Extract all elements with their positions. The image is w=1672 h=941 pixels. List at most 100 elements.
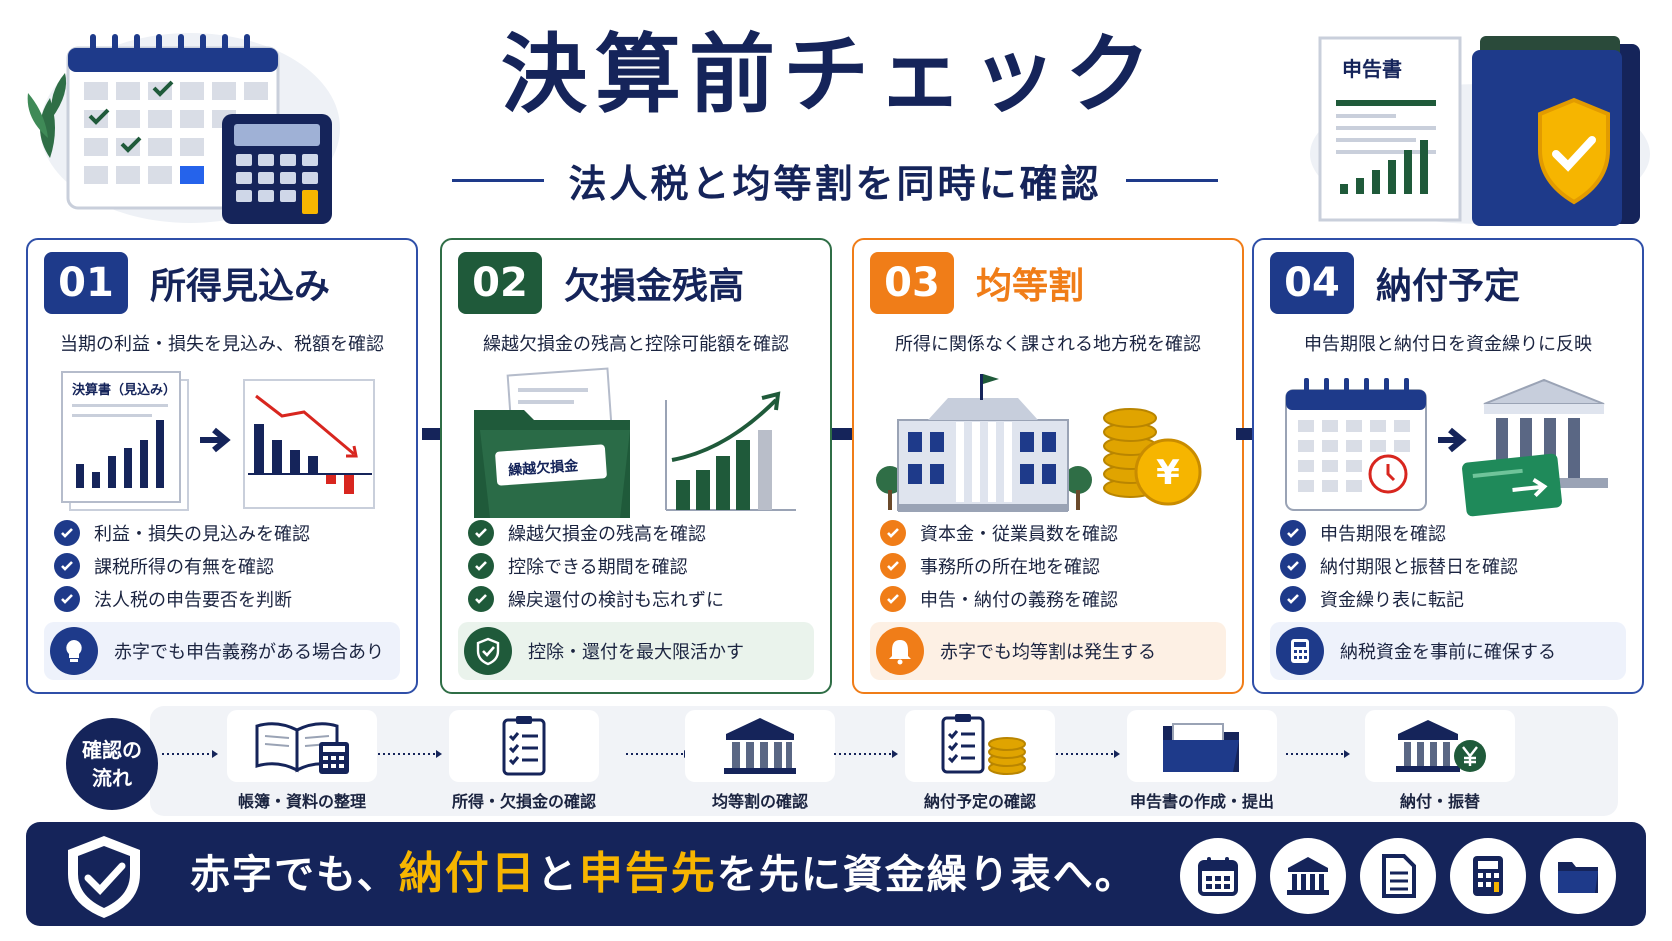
government-office-illustration: ¥ [876, 374, 1202, 512]
tip-box: 納税資金を事前に確保する [1270, 622, 1626, 680]
check-item: 申告期限を確認 [1280, 516, 1630, 549]
check-icon [1280, 519, 1306, 546]
check-item: 繰越欠損金の残高を確認 [468, 516, 818, 549]
step-number-badge: 04 [1270, 252, 1354, 314]
check-icon [54, 552, 80, 579]
flow-step: 帳簿・資料の整理 [222, 710, 382, 814]
check-label: 控除できる期間を確認 [508, 556, 688, 578]
step-title: 所得見込み [150, 266, 331, 307]
page-subtitle: 法人税と均等割を同時に確認 [568, 161, 1102, 206]
check-label: 繰戻還付の検討も忘れずに [508, 589, 724, 611]
summary-highlight: 申告先 [578, 848, 717, 899]
flow-step: 納付・振替 [1360, 710, 1520, 814]
check-label: 申告・納付の義務を確認 [920, 589, 1118, 611]
document-icon [1360, 838, 1436, 914]
flow-step: 申告書の作成・提出 [1122, 710, 1282, 814]
summary-part: 赤字でも、 [190, 852, 399, 898]
summary-part: を先に資金繰り表へ。 [716, 852, 1137, 898]
check-item: 資本金・従業員数を確認 [880, 516, 1230, 549]
clipboard-icon [449, 710, 599, 782]
check-label: 法人税の申告要否を判断 [94, 589, 292, 611]
financial-statement-illustration: 決算書（見込み） [61, 371, 375, 511]
flow-step: 均等割の確認 [680, 710, 840, 814]
tip-box: 赤字でも均等割は発生する [870, 622, 1226, 680]
flow-step-label: 納付・振替 [1399, 792, 1480, 811]
folder-icon [1127, 710, 1277, 782]
folder-label: 繰越欠損金 [508, 457, 580, 479]
flow-step-label: 申告書の作成・提出 [1129, 792, 1274, 811]
summary-highlight: 納付日 [398, 848, 537, 899]
divider-line-left [452, 178, 545, 182]
check-icon [880, 585, 906, 612]
flow-badge-line1: 確認の [82, 738, 142, 762]
calculator-icon [1450, 838, 1526, 914]
bank-icon [1270, 838, 1346, 914]
payment-schedule-illustration [1285, 378, 1608, 517]
step-title: 納付予定 [1376, 266, 1521, 307]
check-item: 控除できる期間を確認 [468, 549, 818, 582]
check-label: 繰越欠損金の残高を確認 [508, 523, 706, 545]
divider-line-right [1125, 178, 1218, 182]
flow-step-label: 納付予定の確認 [923, 792, 1036, 811]
check-label: 利益・損失の見込みを確認 [94, 523, 310, 545]
check-icon [468, 519, 494, 546]
page-title: 決算前チェック [501, 25, 1159, 125]
yen-coin-label: ¥ [1156, 453, 1180, 493]
tax-return-label: 申告書 [1342, 57, 1402, 81]
check-icon [1280, 552, 1306, 579]
check-item: 繰戻還付の検討も忘れずに [468, 582, 818, 615]
tax-documents-illustration: 申告書 [1310, 36, 1650, 226]
check-item: 事務所の所在地を確認 [880, 549, 1230, 582]
step-description: 申告期限と納付日を資金繰りに反映 [1304, 334, 1592, 355]
flow-step: 所得・欠損金の確認 [444, 710, 604, 814]
flow-connector [1056, 750, 1120, 758]
check-icon [880, 519, 906, 546]
shield-check-icon [68, 836, 140, 918]
building-icon [685, 710, 835, 782]
tip-text: 控除・還付を最大限活かす [528, 642, 744, 663]
calendar-icon [1180, 838, 1256, 914]
tip-box: 赤字でも申告義務がある場合あり [44, 622, 400, 680]
step-description: 所得に関係なく課される地方税を確認 [895, 334, 1201, 355]
check-item: 資金繰り表に転記 [1280, 582, 1630, 615]
flow-step-label: 均等割の確認 [711, 792, 808, 811]
step-card-01: 01 所得見込み 当期の利益・損失を見込み、税額を確認 決算書（見込み） 利益・… [26, 238, 418, 694]
check-label: 納付期限と振替日を確認 [1320, 556, 1518, 578]
flow-step-label: 所得・欠損金の確認 [451, 792, 596, 811]
check-list: 利益・損失の見込みを確認 課税所得の有無を確認 法人税の申告要否を判断 [54, 516, 404, 615]
lightbulb-icon [50, 627, 98, 675]
subtitle-row: 法人税と均等割を同時に確認 [400, 150, 1270, 210]
step-description: 当期の利益・損失を見込み、税額を確認 [60, 334, 384, 355]
step-number-badge: 03 [870, 252, 954, 314]
step-number-badge: 02 [458, 252, 542, 314]
check-icon [468, 585, 494, 612]
tip-text: 納税資金を事前に確保する [1340, 642, 1556, 663]
book-calculator-icon [227, 710, 377, 782]
check-item: 利益・損失の見込みを確認 [54, 516, 404, 549]
step-description: 繰越欠損金の残高と控除可能額を確認 [483, 334, 789, 355]
step-card-02: 02 欠損金残高 繰越欠損金の残高と控除可能額を確認 繰越欠損金 繰越欠損金の残… [440, 238, 832, 694]
calculator-icon [1276, 627, 1324, 675]
flow-connector [834, 750, 898, 758]
step-card-04: 04 納付予定 申告期限と納付日を資金繰りに反映 [1252, 238, 1644, 694]
check-item: 納付期限と振替日を確認 [1280, 549, 1630, 582]
step-number-badge: 01 [44, 252, 128, 314]
check-label: 申告期限を確認 [1320, 523, 1446, 545]
check-icon [1280, 585, 1306, 612]
bank-yen-icon [1365, 710, 1515, 782]
flow-connector [1286, 750, 1350, 758]
step-card-03: 03 均等割 所得に関係なく課される地方税を確認 ¥ [852, 238, 1244, 694]
step-title: 均等割 [976, 266, 1085, 307]
check-item: 法人税の申告要否を判断 [54, 582, 404, 615]
tip-box: 控除・還付を最大限活かす [458, 622, 814, 680]
check-icon [54, 519, 80, 546]
statement-label: 決算書（見込み） [72, 382, 176, 398]
check-item: 申告・納付の義務を確認 [880, 582, 1230, 615]
tip-text: 赤字でも均等割は発生する [940, 642, 1156, 663]
check-icon [880, 552, 906, 579]
tip-text: 赤字でも申告義務がある場合あり [114, 642, 384, 663]
check-list: 繰越欠損金の残高を確認 控除できる期間を確認 繰戻還付の検討も忘れずに [468, 516, 818, 615]
summary-part: と [536, 852, 579, 898]
flow-badge: 確認の流れ [66, 718, 158, 810]
